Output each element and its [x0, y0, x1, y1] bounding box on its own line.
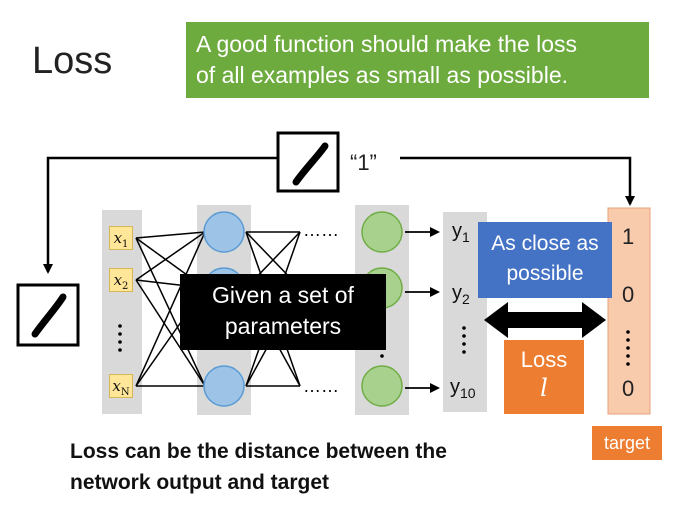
- caption-line-2: network output and target: [70, 471, 329, 494]
- hidden-ellipsis-top: ……: [303, 220, 339, 240]
- loss-word: Loss: [520, 347, 568, 372]
- params-line-2: parameters: [224, 313, 342, 339]
- hidden-ellipsis-bottom: ……: [303, 376, 339, 396]
- parameters-callout: Given a set of parameters: [180, 274, 386, 350]
- neuron: [203, 365, 245, 407]
- loss-symbol: l: [540, 374, 548, 402]
- top-connector: [43, 156, 635, 274]
- target-value-1: 1: [622, 224, 635, 249]
- digit-image-left: [16, 283, 80, 347]
- label-quote: “1”: [350, 150, 377, 175]
- neuron: [361, 211, 403, 253]
- input-x1: x1: [109, 226, 133, 250]
- output-y10: y10: [450, 376, 476, 401]
- slide-title: Loss: [32, 40, 113, 82]
- target-column: [607, 207, 651, 415]
- target-label: target: [592, 426, 662, 460]
- output-y1: y1: [452, 220, 470, 245]
- double-arrow: [484, 302, 606, 338]
- caption-line-1: Loss can be the distance between the: [70, 440, 447, 463]
- explanation-callout: A good function should make the loss of …: [186, 22, 649, 98]
- close-line-1: As close as: [491, 232, 599, 255]
- input-xN: xN: [109, 374, 133, 398]
- neuron: [361, 365, 403, 407]
- params-line-1: Given a set of: [212, 282, 354, 308]
- target-value-3: 0: [622, 376, 635, 401]
- neuron: [203, 211, 245, 253]
- close-as-possible-callout: As close as possible: [478, 222, 612, 298]
- loss-callout: Loss l: [504, 340, 584, 414]
- input-connections: [135, 231, 206, 387]
- output-arrows: [405, 227, 440, 393]
- explanation-line-1: A good function should make the loss: [196, 31, 578, 57]
- digit-image-top: [276, 131, 340, 193]
- explanation-line-2: of all examples as small as possible.: [196, 62, 568, 88]
- input-x2: x2: [109, 268, 133, 292]
- target-value-2: 0: [622, 282, 635, 307]
- close-line-2: possible: [506, 262, 584, 285]
- bottom-caption: Loss can be the distance between the net…: [70, 436, 447, 498]
- output-y2: y2: [452, 282, 470, 307]
